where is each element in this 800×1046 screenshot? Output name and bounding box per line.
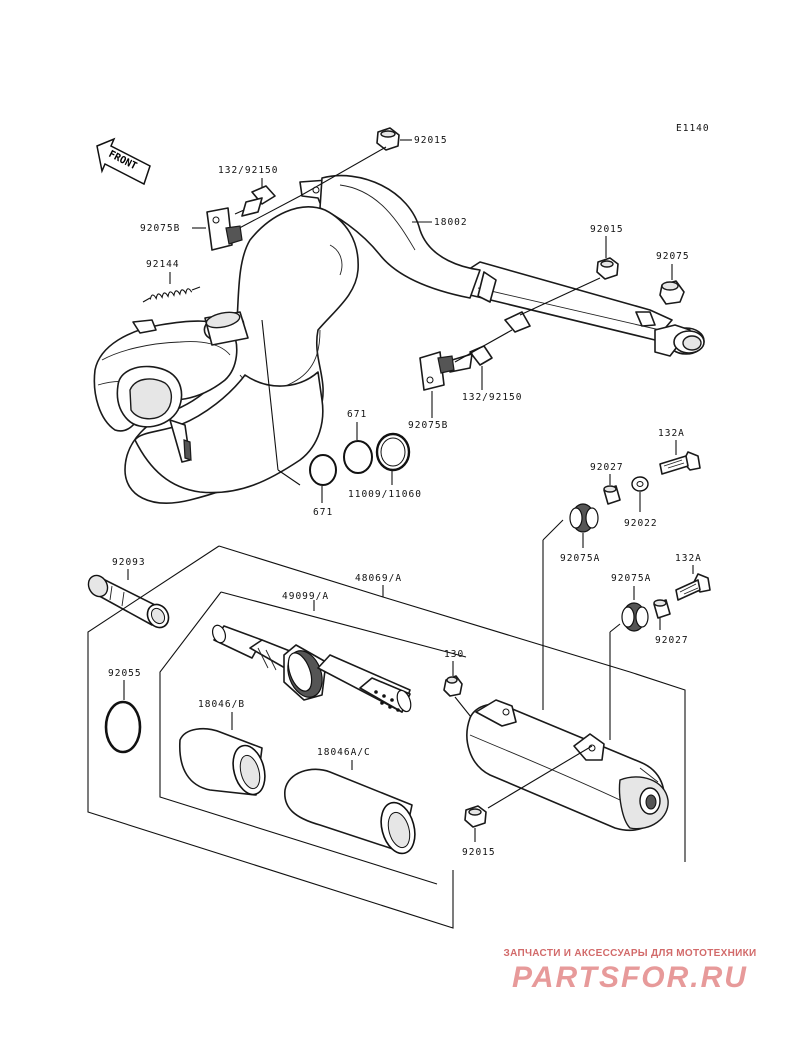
gasket-671-lower (309, 454, 337, 486)
o-ring-92055 (104, 700, 142, 754)
label-132a-mid: 132A (675, 553, 702, 564)
label-92015-right: 92015 (590, 224, 624, 235)
bracket-92075b-mid (419, 351, 455, 391)
label-92075a-top: 92075A (560, 553, 600, 564)
watermark: ЗАПЧАСТИ И АКСЕССУАРЫ ДЛЯ МОТОТЕХНИКИ PA… (470, 948, 790, 995)
nut-92015-right (596, 257, 619, 280)
label-92144: 92144 (146, 259, 180, 270)
collar-92027-top (603, 485, 621, 505)
label-11009-11060: 11009/11060 (348, 489, 422, 500)
label-92027-mid: 92027 (655, 635, 689, 646)
bolt-132-mid (449, 345, 493, 373)
label-671-bottom: 671 (313, 507, 333, 518)
label-92055: 92055 (108, 668, 142, 679)
silencer-packing-18046ac (284, 768, 416, 855)
label-18046ac: 18046A/C (317, 747, 371, 758)
pipe-joint-92093 (87, 574, 170, 629)
label-18002: 18002 (434, 217, 468, 228)
bolt-132-top (234, 185, 276, 217)
gasket-11009 (375, 432, 411, 472)
label-48069a: 48069/A (355, 573, 402, 584)
collar-92075 (659, 280, 685, 305)
watermark-logo: PARTSFOR.RU (512, 961, 748, 994)
silencer-body (466, 699, 669, 832)
label-92075b-mid: 92075B (408, 420, 448, 431)
exhaust-header-pipe (93, 174, 705, 504)
label-92022: 92022 (624, 518, 658, 529)
gasket-671-upper (343, 440, 373, 474)
bolt-132a-top (659, 451, 701, 475)
washer-92022 (631, 476, 649, 492)
label-92015-top: 92015 (414, 135, 448, 146)
watermark-caption: ЗАПЧАСТИ И АКСЕССУАРЫ ДЛЯ МОТОТЕХНИКИ (503, 948, 757, 959)
label-130: 130 (444, 649, 464, 660)
label-92075b-top: 92075B (140, 223, 180, 234)
grommet-92075a-mid (621, 602, 649, 632)
label-92015-bottom: 92015 (462, 847, 496, 858)
grommet-92075a-top (569, 503, 599, 533)
label-18046b: 18046/B (198, 699, 245, 710)
diagram-code: E1140 (676, 123, 710, 134)
silencer-core-pipe-49099 (211, 624, 412, 713)
label-92093: 92093 (112, 557, 146, 568)
nut-92015-top (376, 127, 400, 151)
bolt-130 (443, 675, 463, 697)
bracket-92075b-top (206, 207, 243, 251)
label-49099a: 49099/A (282, 591, 329, 602)
spring-92144 (142, 286, 201, 303)
silencer-packing-18046b (179, 727, 266, 796)
label-132a-top: 132A (658, 428, 685, 439)
nut-92015-bottom (464, 805, 487, 828)
bolt-132a-mid (675, 573, 711, 601)
label-92075: 92075 (656, 251, 690, 262)
front-arrow-icon: FRONT (96, 137, 151, 186)
label-132-92150-top: 132/92150 (218, 165, 278, 176)
label-671-top: 671 (347, 409, 367, 420)
label-92075a-mid: 92075A (611, 573, 651, 584)
label-92027-top: 92027 (590, 462, 624, 473)
collar-92027-mid (653, 599, 671, 619)
label-132-92150-mid: 132/92150 (462, 392, 522, 403)
